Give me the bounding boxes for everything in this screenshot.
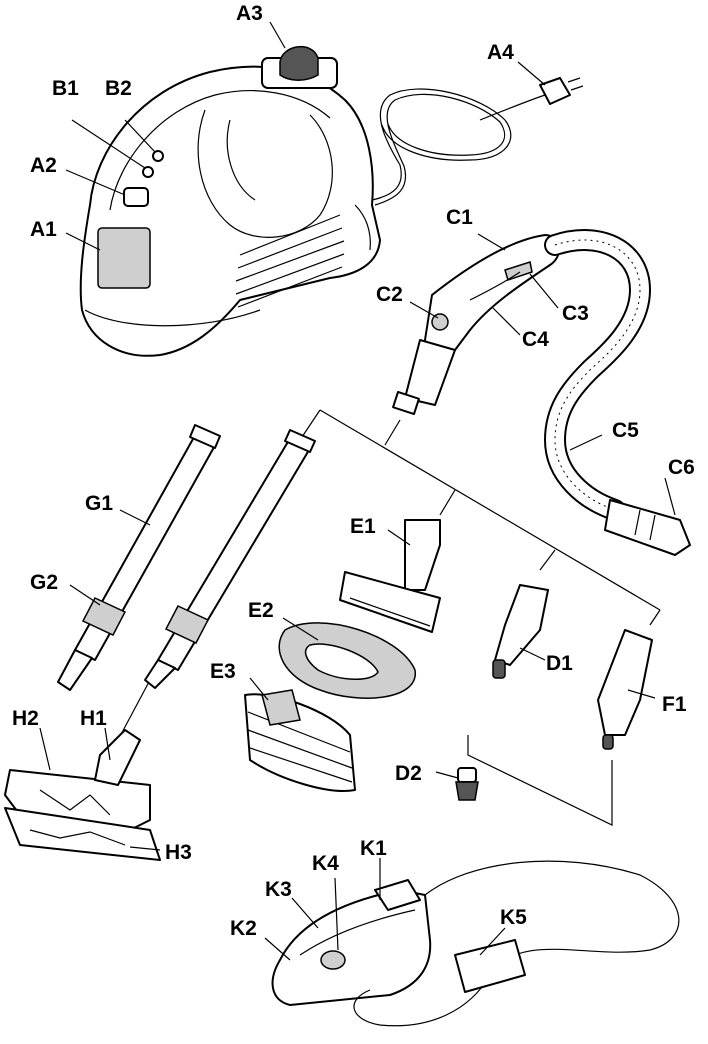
- connection-lines: [117, 409, 661, 826]
- label-A2: A2: [30, 154, 57, 177]
- lock-button: [431, 313, 449, 331]
- steam-button: [504, 261, 533, 281]
- label-B2: B2: [105, 77, 132, 100]
- label-C1: C1: [446, 206, 473, 229]
- label-K2: K2: [230, 917, 257, 940]
- plug: [539, 77, 571, 105]
- ventilation-slots: [235, 214, 345, 308]
- label-K4: K4: [312, 852, 339, 875]
- cloth-cover: [278, 622, 416, 699]
- label-E2: E2: [248, 599, 274, 622]
- hose-connector: [604, 499, 691, 556]
- temperature-dial: [320, 950, 346, 970]
- label-K3: K3: [265, 878, 292, 901]
- label-H3: H3: [165, 841, 192, 864]
- label-K5: K5: [500, 906, 527, 929]
- label-A1: A1: [30, 218, 57, 241]
- extension-tube-1: [57, 424, 221, 691]
- label-F1: F1: [662, 693, 687, 716]
- indicator-lamp-1: [142, 166, 154, 178]
- floor-cloth: [4, 807, 161, 861]
- power-nozzle: [597, 629, 653, 750]
- label-C2: C2: [376, 283, 403, 306]
- extension-tube-2: [144, 429, 316, 689]
- power-cord: [371, 77, 584, 206]
- label-D1: D1: [546, 652, 573, 675]
- cloth-cover-striped: [244, 689, 356, 792]
- steam-gun: [392, 234, 560, 416]
- pressure-knob: [279, 45, 319, 81]
- switch: [123, 187, 149, 207]
- front-panel: [97, 227, 151, 289]
- jet-nozzle: [492, 584, 549, 679]
- label-C5: C5: [612, 419, 639, 442]
- label-H2: H2: [12, 707, 39, 730]
- label-C4: C4: [522, 328, 549, 351]
- part-labels: A3 A4 B1 B2 A2 A1 C1 C2 C3 C4 C5 C6 G1 E…: [12, 2, 695, 940]
- label-H1: H1: [80, 707, 107, 730]
- steam-hose: [543, 229, 691, 556]
- label-A3: A3: [236, 2, 263, 25]
- steam-iron: [271, 860, 680, 1027]
- label-A4: A4: [487, 41, 514, 64]
- steam-boiler-unit: [79, 45, 381, 357]
- window-nozzle: [339, 519, 441, 633]
- label-K1: K1: [360, 837, 387, 860]
- label-E1: E1: [350, 515, 376, 538]
- label-G2: G2: [30, 571, 58, 594]
- leader-lines: [39, 21, 676, 961]
- round-brush: [455, 767, 479, 801]
- label-D2: D2: [395, 762, 422, 785]
- cord-holder: [454, 939, 526, 993]
- label-C6: C6: [668, 456, 695, 479]
- indicator-lamp-2: [152, 150, 164, 162]
- label-C3: C3: [562, 302, 589, 325]
- label-E3: E3: [210, 660, 236, 683]
- label-B1: B1: [52, 77, 79, 100]
- label-G1: G1: [85, 492, 113, 515]
